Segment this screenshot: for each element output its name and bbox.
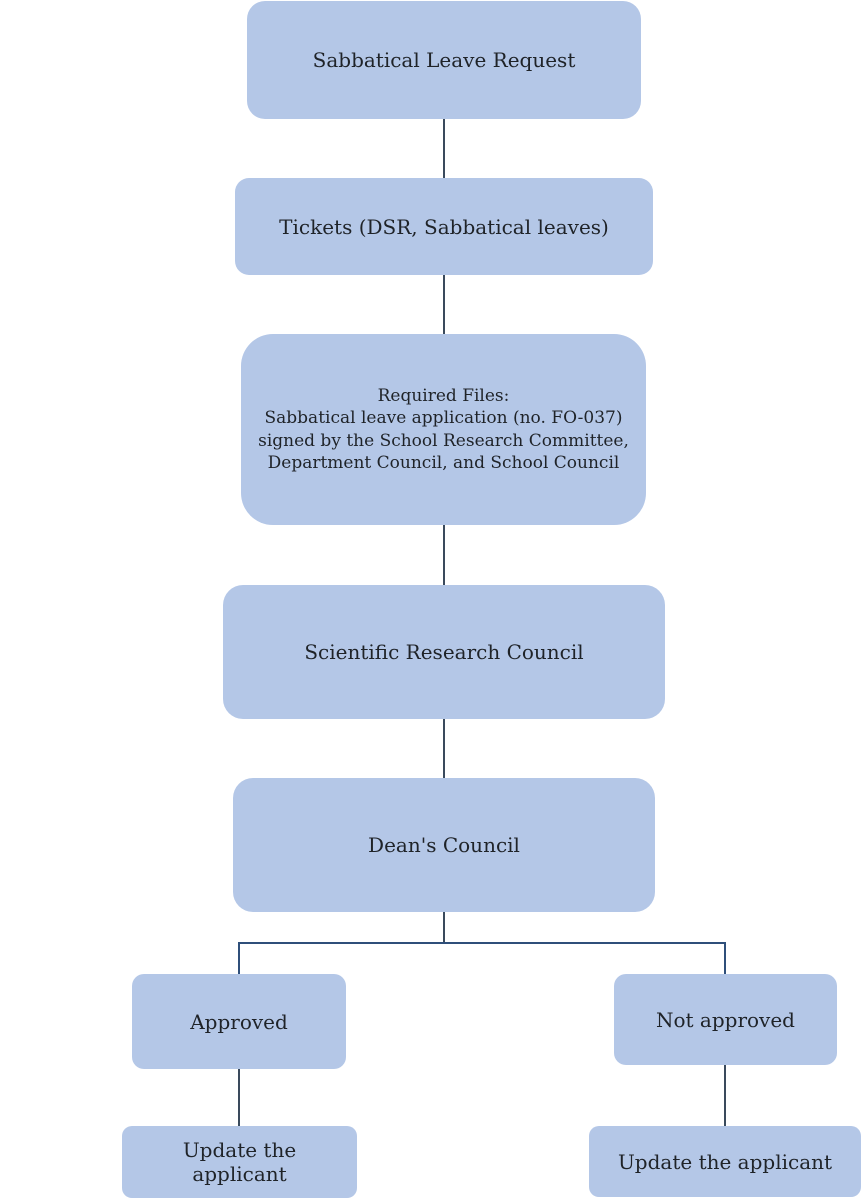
required-files-line-2: Sabbatical leave application (no. FO-037… bbox=[264, 408, 623, 429]
node-tickets: Tickets (DSR, Sabbatical leaves) bbox=[235, 178, 653, 275]
node-update-applicant-right: Update the applicant bbox=[589, 1126, 861, 1197]
node-sabbatical-leave-request: Sabbatical Leave Request bbox=[247, 1, 641, 119]
node-scientific-research-council: Scientific Research Council bbox=[223, 585, 665, 719]
connector-branch bbox=[238, 942, 726, 974]
node-not-approved: Not approved bbox=[614, 974, 837, 1065]
node-approved: Approved bbox=[132, 974, 346, 1069]
node-required-files: Required Files: Sabbatical leave applica… bbox=[241, 334, 646, 525]
required-files-line-1: Required Files: bbox=[377, 386, 510, 407]
required-files-line-3: signed by the School Research Committee, bbox=[258, 430, 629, 451]
node-update-applicant-left: Update the applicant bbox=[122, 1126, 357, 1198]
required-files-line-4: Department Council, and School Council bbox=[267, 452, 620, 473]
node-deans-council: Dean's Council bbox=[233, 778, 655, 912]
